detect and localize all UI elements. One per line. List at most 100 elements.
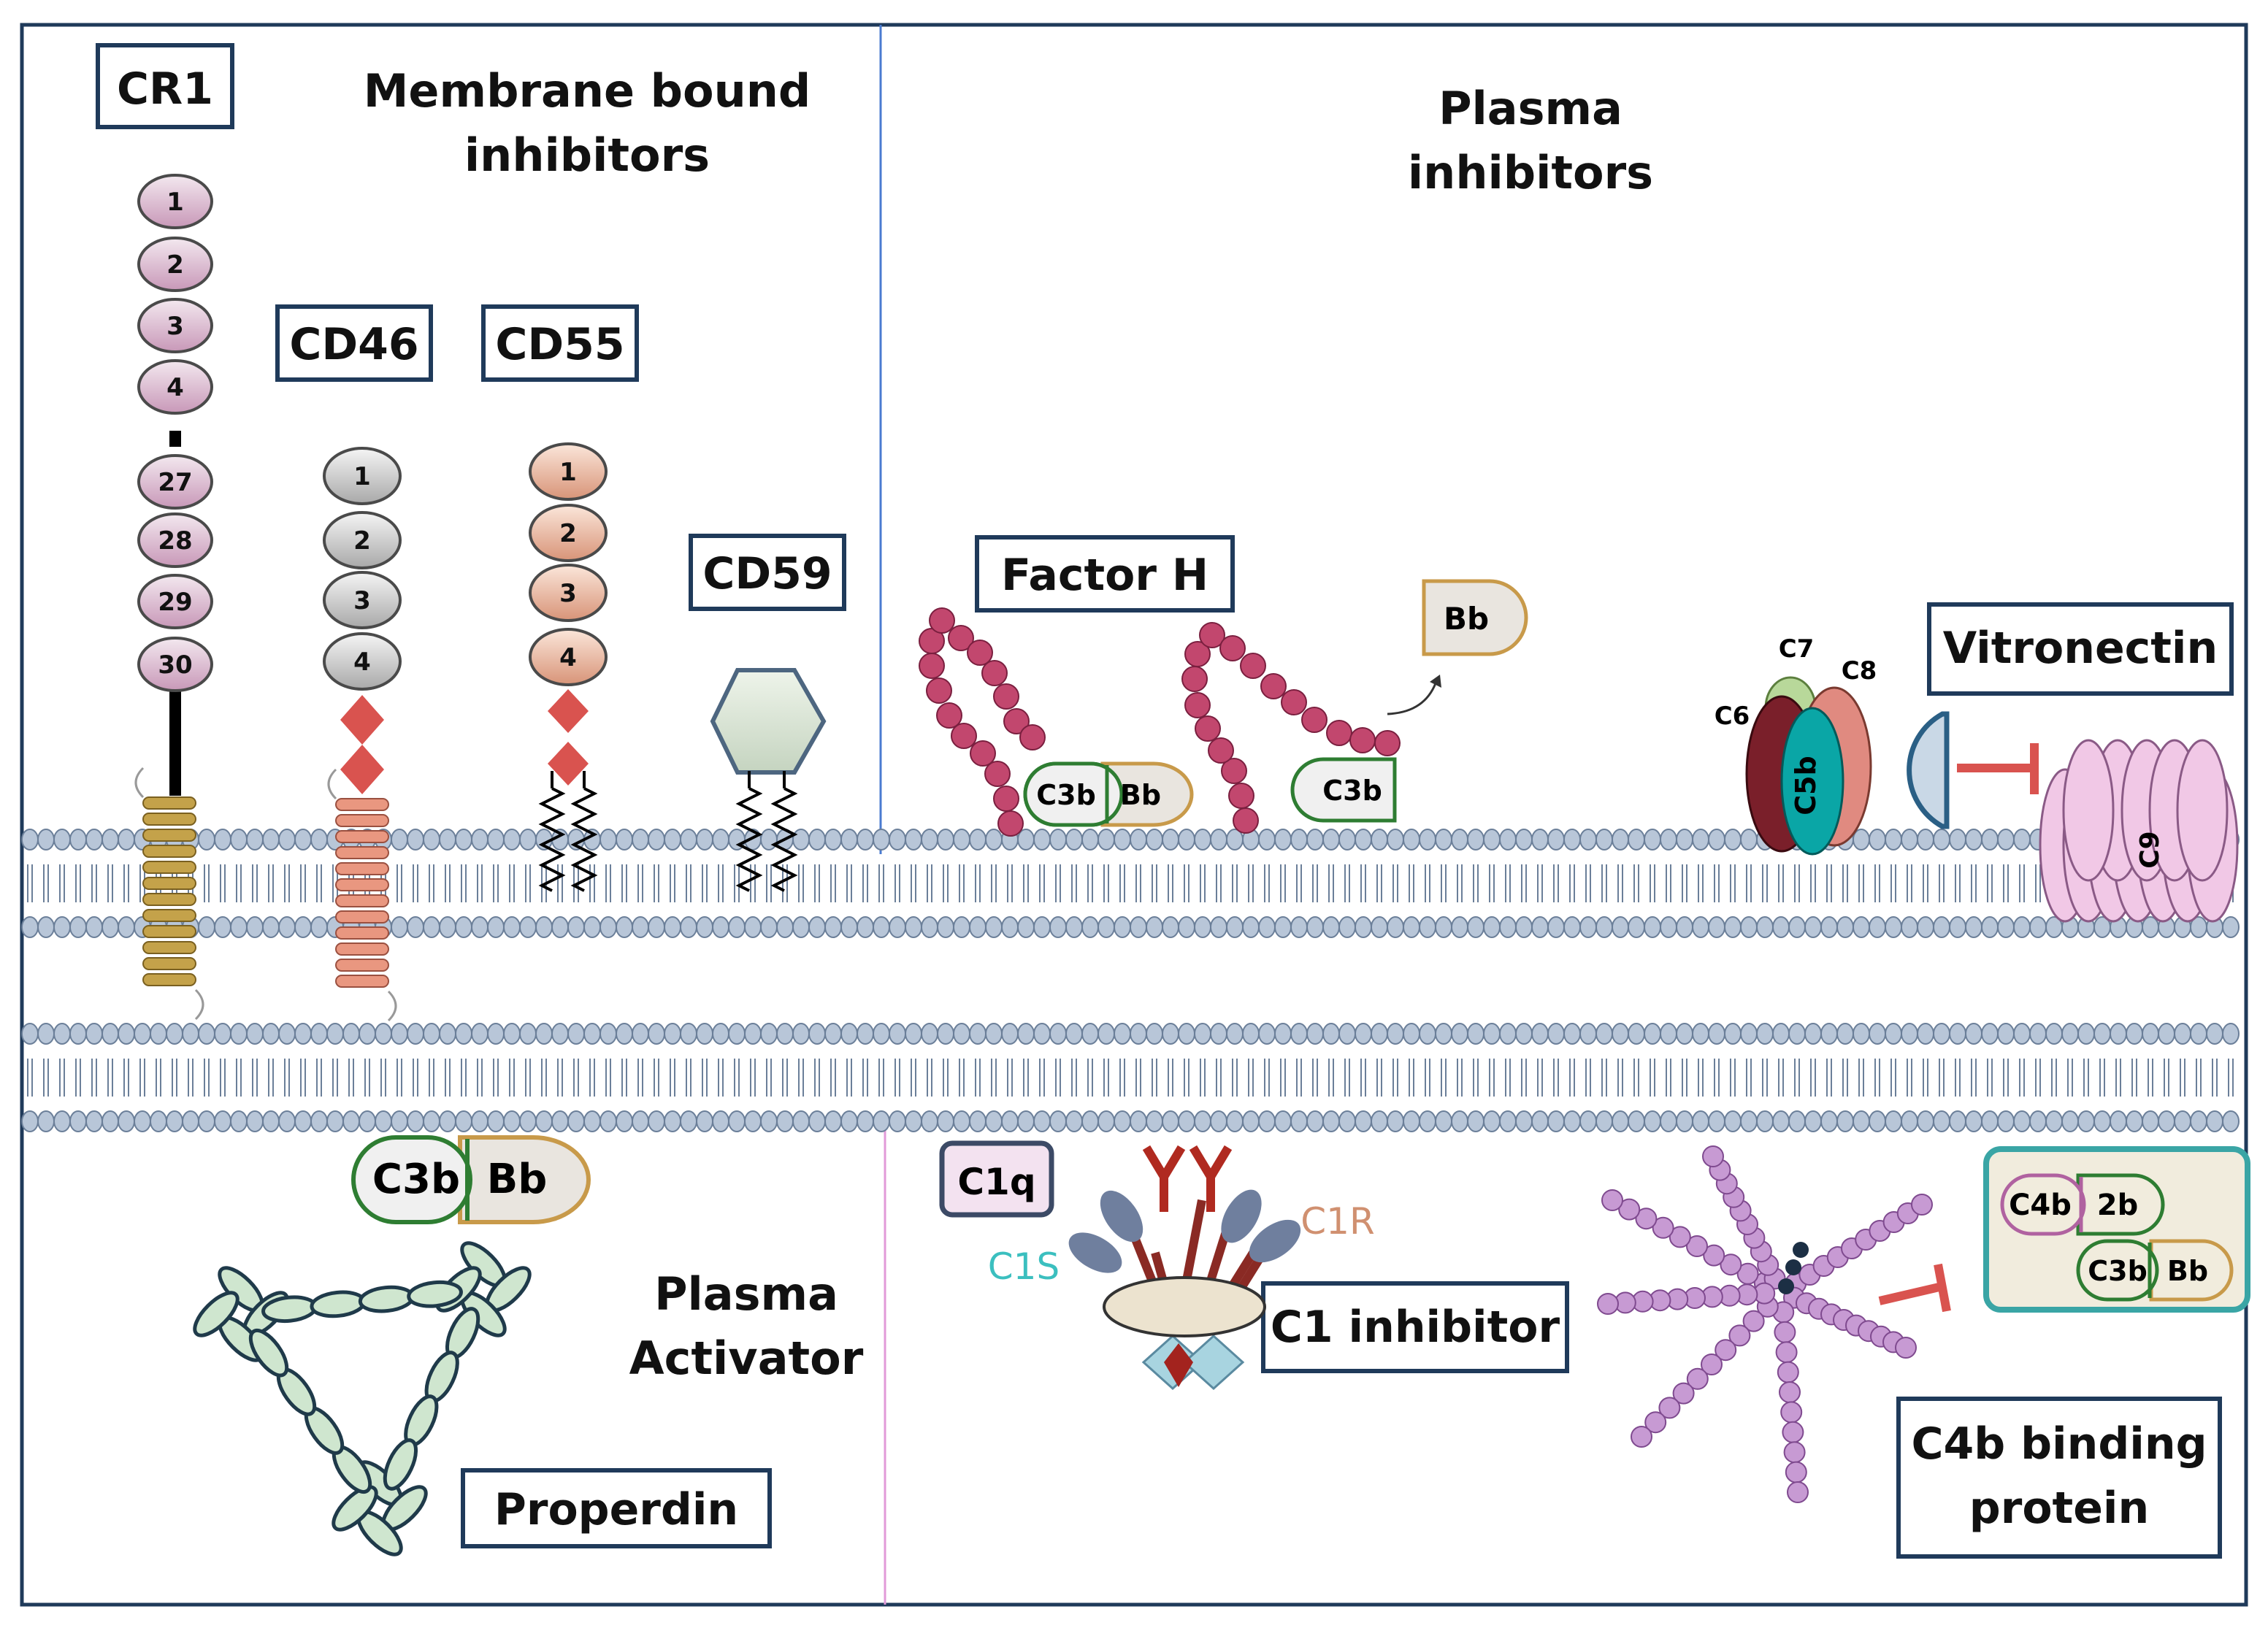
c3bbb-complex: C3b Bb xyxy=(1023,761,1194,827)
bb-text: Bb xyxy=(487,1156,548,1203)
c3b-text: C3b xyxy=(372,1156,460,1203)
cd59-label: CD59 xyxy=(702,548,832,599)
c1-base-core xyxy=(1164,1343,1193,1387)
inhibition-marker-c4bbp xyxy=(1878,1263,1951,1313)
cd46-domain-number: 1 xyxy=(353,462,371,491)
c4bbp-label-line2: protein xyxy=(1969,1483,2149,1534)
plasma-activator-title-line1: Plasma xyxy=(654,1267,838,1321)
cd59-label-box: CD59 xyxy=(689,534,846,611)
c4bbp-label-box: C4b binding protein xyxy=(1896,1397,2222,1559)
factor-h-decay-acceleration: C3b Bb xyxy=(1181,579,1528,834)
c8-text: C8 xyxy=(1842,656,1877,686)
cr1-label-box: CR1 xyxy=(96,43,234,129)
c9-text: C9 xyxy=(2135,831,2165,868)
cr1-domain-number: 29 xyxy=(158,588,192,617)
cd46-stp-diamond xyxy=(340,695,384,745)
cr1-domain-number: 27 xyxy=(158,468,192,497)
cr1-label: CR1 xyxy=(117,64,213,115)
c1r-text: C1R xyxy=(1300,1200,1374,1243)
cr1-domain-number: 1 xyxy=(166,188,184,217)
cr1-domain-number: 28 xyxy=(158,526,192,556)
cd46-domain: 1 xyxy=(323,447,402,505)
cd46-domain-number: 3 xyxy=(353,586,371,615)
vitronectin-label-box: Vitronectin xyxy=(1927,602,2234,696)
factor-h-label-box: Factor H xyxy=(975,535,1235,613)
cd55-domain-number: 4 xyxy=(559,643,577,672)
properdin-label-box: Properdin xyxy=(461,1468,772,1548)
bb-fragment: Bb xyxy=(1422,579,1528,656)
bb-text: Bb xyxy=(2167,1255,2208,1287)
c3b-text: C3b xyxy=(1036,779,1096,811)
cr1-transmembrane-helix xyxy=(134,767,204,1021)
c5b-subunit xyxy=(1780,707,1844,856)
membrane-bound-title-line2: inhibitors xyxy=(464,128,710,182)
plasma-inhibitors-title-line2: inhibitors xyxy=(1408,146,1653,199)
c1q-label: C1q xyxy=(957,1161,1035,1203)
antibody-y-icon xyxy=(1142,1145,1186,1212)
cd55-label-box: CD55 xyxy=(481,304,639,382)
c1q-globular-head xyxy=(1068,1232,1122,1273)
cd46-protein: 1 2 3 4 xyxy=(323,447,402,1022)
properdin-oligomer xyxy=(193,1241,532,1556)
c3b-fragment: C3b xyxy=(1290,757,1397,823)
c1s-text: C1S xyxy=(988,1245,1060,1288)
c3b-text: C3b xyxy=(1322,775,1382,807)
cr1-domain-number: 30 xyxy=(158,650,192,680)
c1-inhibitor-label-box: C1 inhibitor xyxy=(1261,1281,1569,1373)
cd55-protein: 1 2 3 4 xyxy=(529,442,608,892)
cell-membrane-lower xyxy=(21,1023,2240,1132)
cr1-domain: 30 xyxy=(137,637,213,692)
factor-h-bound-convertase: C3b Bb xyxy=(919,607,1194,837)
cr1-domain: 28 xyxy=(137,512,213,568)
bb-text: Bb xyxy=(1444,601,1489,637)
vitronectin-label: Vitronectin xyxy=(1943,623,2218,674)
cd59-hexagon xyxy=(710,668,827,775)
cd55-stp-diamond xyxy=(548,742,589,786)
cd46-domain-number: 2 xyxy=(353,526,371,556)
cd55-domain: 2 xyxy=(529,504,608,562)
c1q-label-box: C1q xyxy=(939,1140,1054,1218)
membrane-bound-title-line1: Membrane bound xyxy=(364,64,811,118)
factor-h-chain xyxy=(1181,622,1401,834)
cd59-gpi-anchor xyxy=(735,771,798,892)
bb-text: Bb xyxy=(1120,779,1161,811)
plasma-activator-title-line2: Activator xyxy=(629,1332,864,1385)
factor-h-label: Factor H xyxy=(1001,550,1208,601)
cd46-domain: 3 xyxy=(323,571,402,629)
cd46-transmembrane-helix xyxy=(327,768,397,1022)
factor-h-chain xyxy=(919,607,1046,837)
cr1-domain-number: 3 xyxy=(166,312,184,341)
cr1-domain: 1 xyxy=(137,174,213,229)
cd55-domain: 4 xyxy=(529,628,608,686)
cd55-gpi-anchor xyxy=(538,771,598,892)
properdin-node xyxy=(332,1460,428,1556)
release-arrow xyxy=(1387,683,1437,715)
cd55-domain-number: 2 xyxy=(559,519,577,548)
c1-base-diamond xyxy=(1182,1334,1245,1391)
cd55-stp-diamond xyxy=(548,689,589,733)
cd46-label-box: CD46 xyxy=(275,304,433,382)
cr1-domain: 3 xyxy=(137,298,213,353)
c4b-binding-protein xyxy=(1597,1145,1933,1503)
c1-disk xyxy=(1103,1276,1266,1337)
cd46-domain: 2 xyxy=(323,511,402,569)
cd55-domain-number: 1 xyxy=(559,458,577,487)
c5b-text: C5b xyxy=(1790,756,1822,815)
vitronectin-shape xyxy=(1907,711,1950,829)
c4bbp-label-line1: C4b binding xyxy=(1911,1418,2207,1470)
properdin-bound-convertase: C3b Bb xyxy=(351,1135,591,1224)
c1q-globular-head xyxy=(1249,1219,1301,1263)
c4b-text: C4b xyxy=(2009,1189,2072,1222)
cr1-protein: 1 2 3 4 27 28 29 30 xyxy=(134,174,213,1021)
cr1-domain-number: 2 xyxy=(166,250,184,280)
c5b-8-complex: C5b C6 C7 C8 xyxy=(1715,634,1877,856)
cr1-domain: 27 xyxy=(137,454,213,510)
cd55-domain: 3 xyxy=(529,564,608,622)
c1-inhibitor-label: C1 inhibitor xyxy=(1271,1302,1560,1353)
cd55-domain-number: 3 xyxy=(559,579,577,608)
inhibition-marker-vitronectin xyxy=(1957,743,2039,794)
cr1-domain-number: 4 xyxy=(166,373,184,402)
c3b-text: C3b xyxy=(2088,1255,2148,1287)
cd46-domain-number: 4 xyxy=(353,648,371,677)
